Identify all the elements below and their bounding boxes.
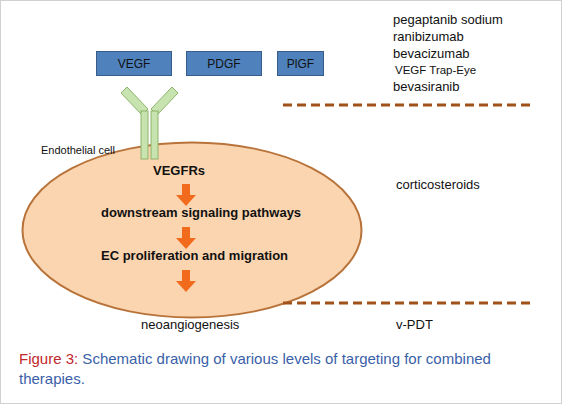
- figure-number: Figure 3:: [19, 350, 78, 367]
- node-text: PDGF: [207, 57, 240, 71]
- node-text: VEGF: [118, 57, 151, 71]
- drug-name: bevasiranib: [393, 79, 460, 94]
- growth-factor-box: VEGF: [96, 51, 172, 76]
- dashed-divider: [283, 104, 533, 107]
- drug-name: pegaptanib sodium: [393, 12, 503, 27]
- figure-caption: Figure 3: Schematic drawing of various l…: [19, 349, 539, 389]
- pathway-step: VEGFRs: [153, 163, 205, 178]
- drug-name: bevacizumab: [393, 46, 470, 61]
- dashed-divider: [283, 302, 533, 305]
- node-text: PlGF: [287, 57, 314, 71]
- pathway-step: downstream signaling pathways: [101, 205, 301, 220]
- cell-heading: Endothelial cell: [41, 144, 115, 156]
- therapy-label: corticosteroids: [396, 177, 480, 192]
- endothelial-cell-ellipse: Endothelial cellVEGFRs downstream signali…: [21, 141, 363, 319]
- outcome-label: neoangiogenesis: [141, 317, 239, 332]
- growth-factor-box: PDGF: [186, 51, 262, 76]
- pathway-step: EC proliferation and migration: [101, 248, 288, 263]
- drug-name: ranibizumab: [393, 29, 464, 44]
- growth-factor-box: PlGF: [277, 51, 324, 76]
- therapy-label: v-PDT: [396, 317, 433, 332]
- drug-name: VEGF Trap-Eye: [395, 64, 476, 76]
